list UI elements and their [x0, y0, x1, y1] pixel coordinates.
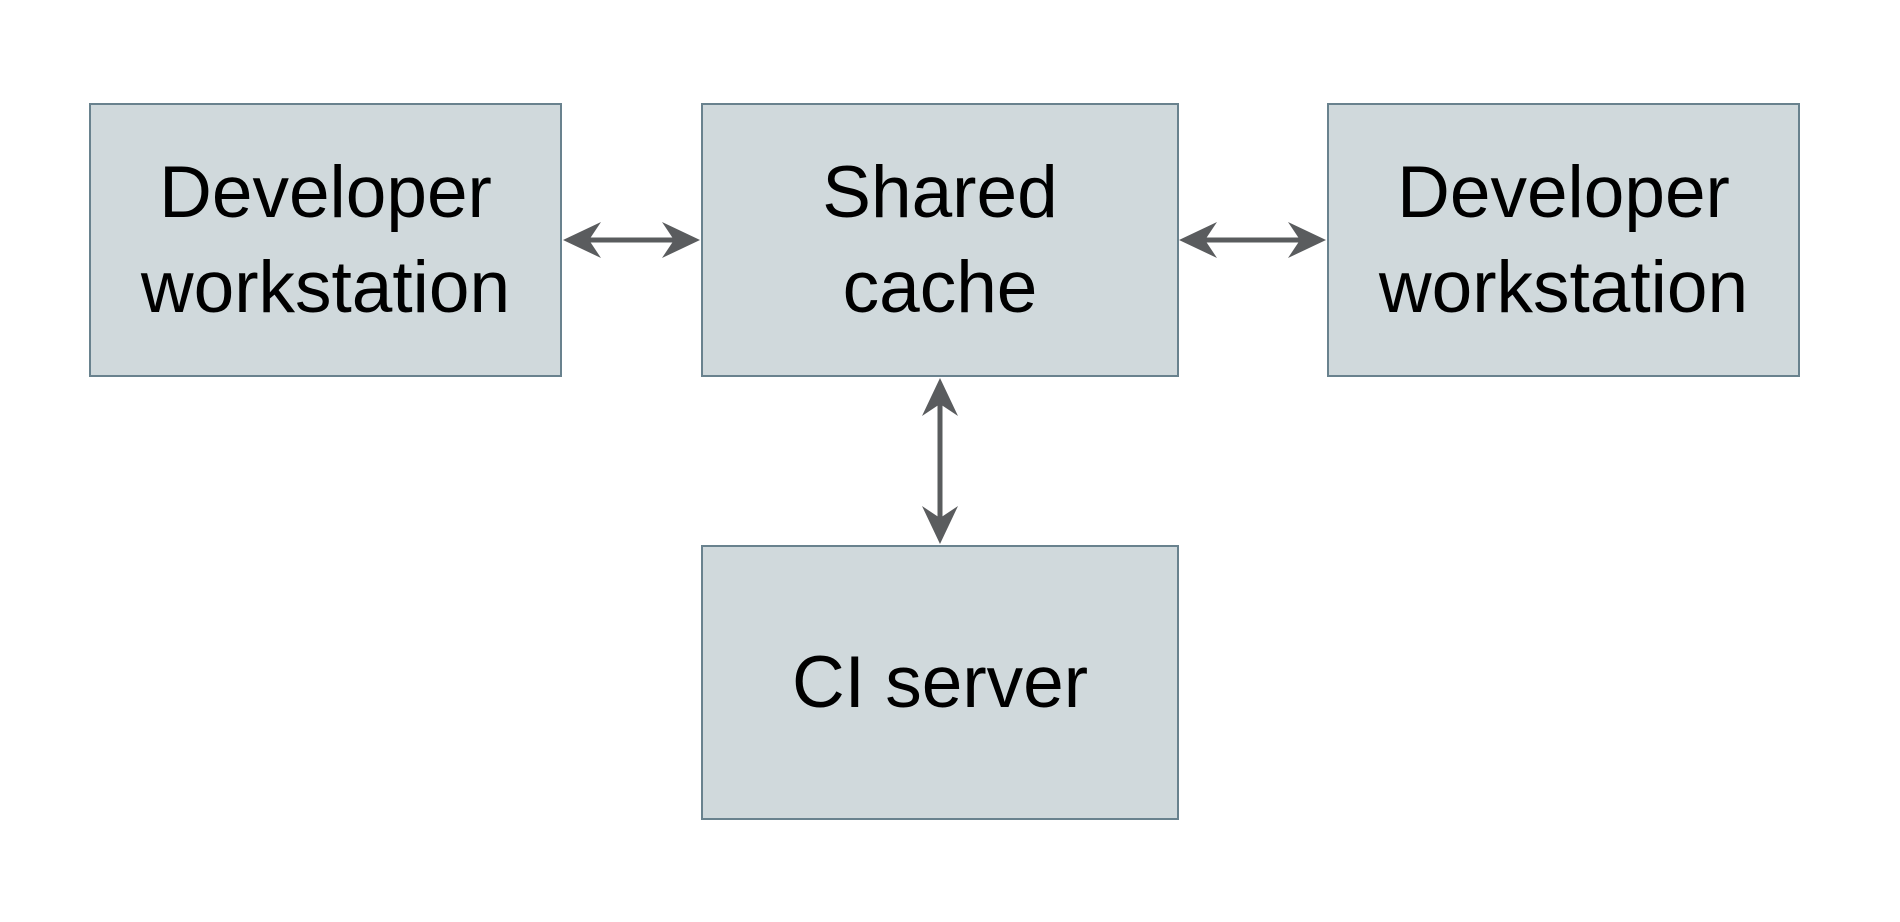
node-label-line: cache	[842, 247, 1038, 328]
bidirectional-arrow-shared-cache-right-workstation	[1179, 222, 1326, 258]
arrowhead-right-icon	[662, 222, 700, 258]
node-label: CI server	[792, 635, 1088, 730]
node-label: Developer workstation	[141, 145, 510, 335]
node-label-line: workstation	[1378, 247, 1749, 328]
arrowhead-down-icon	[922, 506, 958, 544]
arrowhead-left-icon	[563, 222, 601, 258]
node-label-line: workstation	[140, 247, 511, 328]
node-shared-cache: Shared cache	[701, 103, 1179, 377]
node-ci-server: CI server	[701, 545, 1179, 820]
arrowhead-right-icon	[1288, 222, 1326, 258]
arrowhead-left-icon	[1179, 222, 1217, 258]
node-developer-workstation-left: Developer workstation	[89, 103, 562, 377]
bidirectional-arrow-left-workstation-shared-cache	[563, 222, 700, 258]
node-label: Developer workstation	[1379, 145, 1748, 335]
node-developer-workstation-right: Developer workstation	[1327, 103, 1800, 377]
node-label: Shared cache	[822, 145, 1057, 335]
bidirectional-arrow-shared-cache-ci-server	[922, 378, 958, 544]
node-label-line: Developer	[1397, 152, 1730, 233]
node-label-line: Developer	[159, 152, 492, 233]
arrowhead-up-icon	[922, 378, 958, 416]
node-label-line: Shared	[822, 152, 1058, 233]
node-label-line: CI server	[791, 642, 1089, 723]
